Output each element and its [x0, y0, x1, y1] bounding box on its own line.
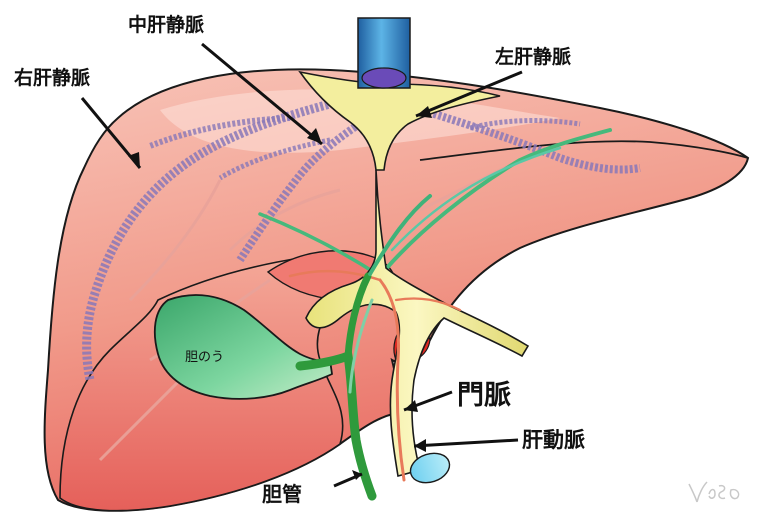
label-left-hepatic-vein: 左肝静脈 [495, 42, 571, 69]
artist-signature [685, 476, 745, 506]
ivc-cut-end [362, 68, 406, 88]
label-bile-duct: 胆管 [262, 478, 302, 507]
label-portal-vein: 門脈 [457, 373, 511, 412]
label-gallbladder: 胆のう [185, 346, 224, 365]
label-hepatic-artery: 肝動脈 [522, 424, 585, 454]
label-right-hepatic-vein: 右肝静脈 [14, 63, 90, 90]
label-middle-hepatic-vein: 中肝静脈 [128, 10, 204, 37]
